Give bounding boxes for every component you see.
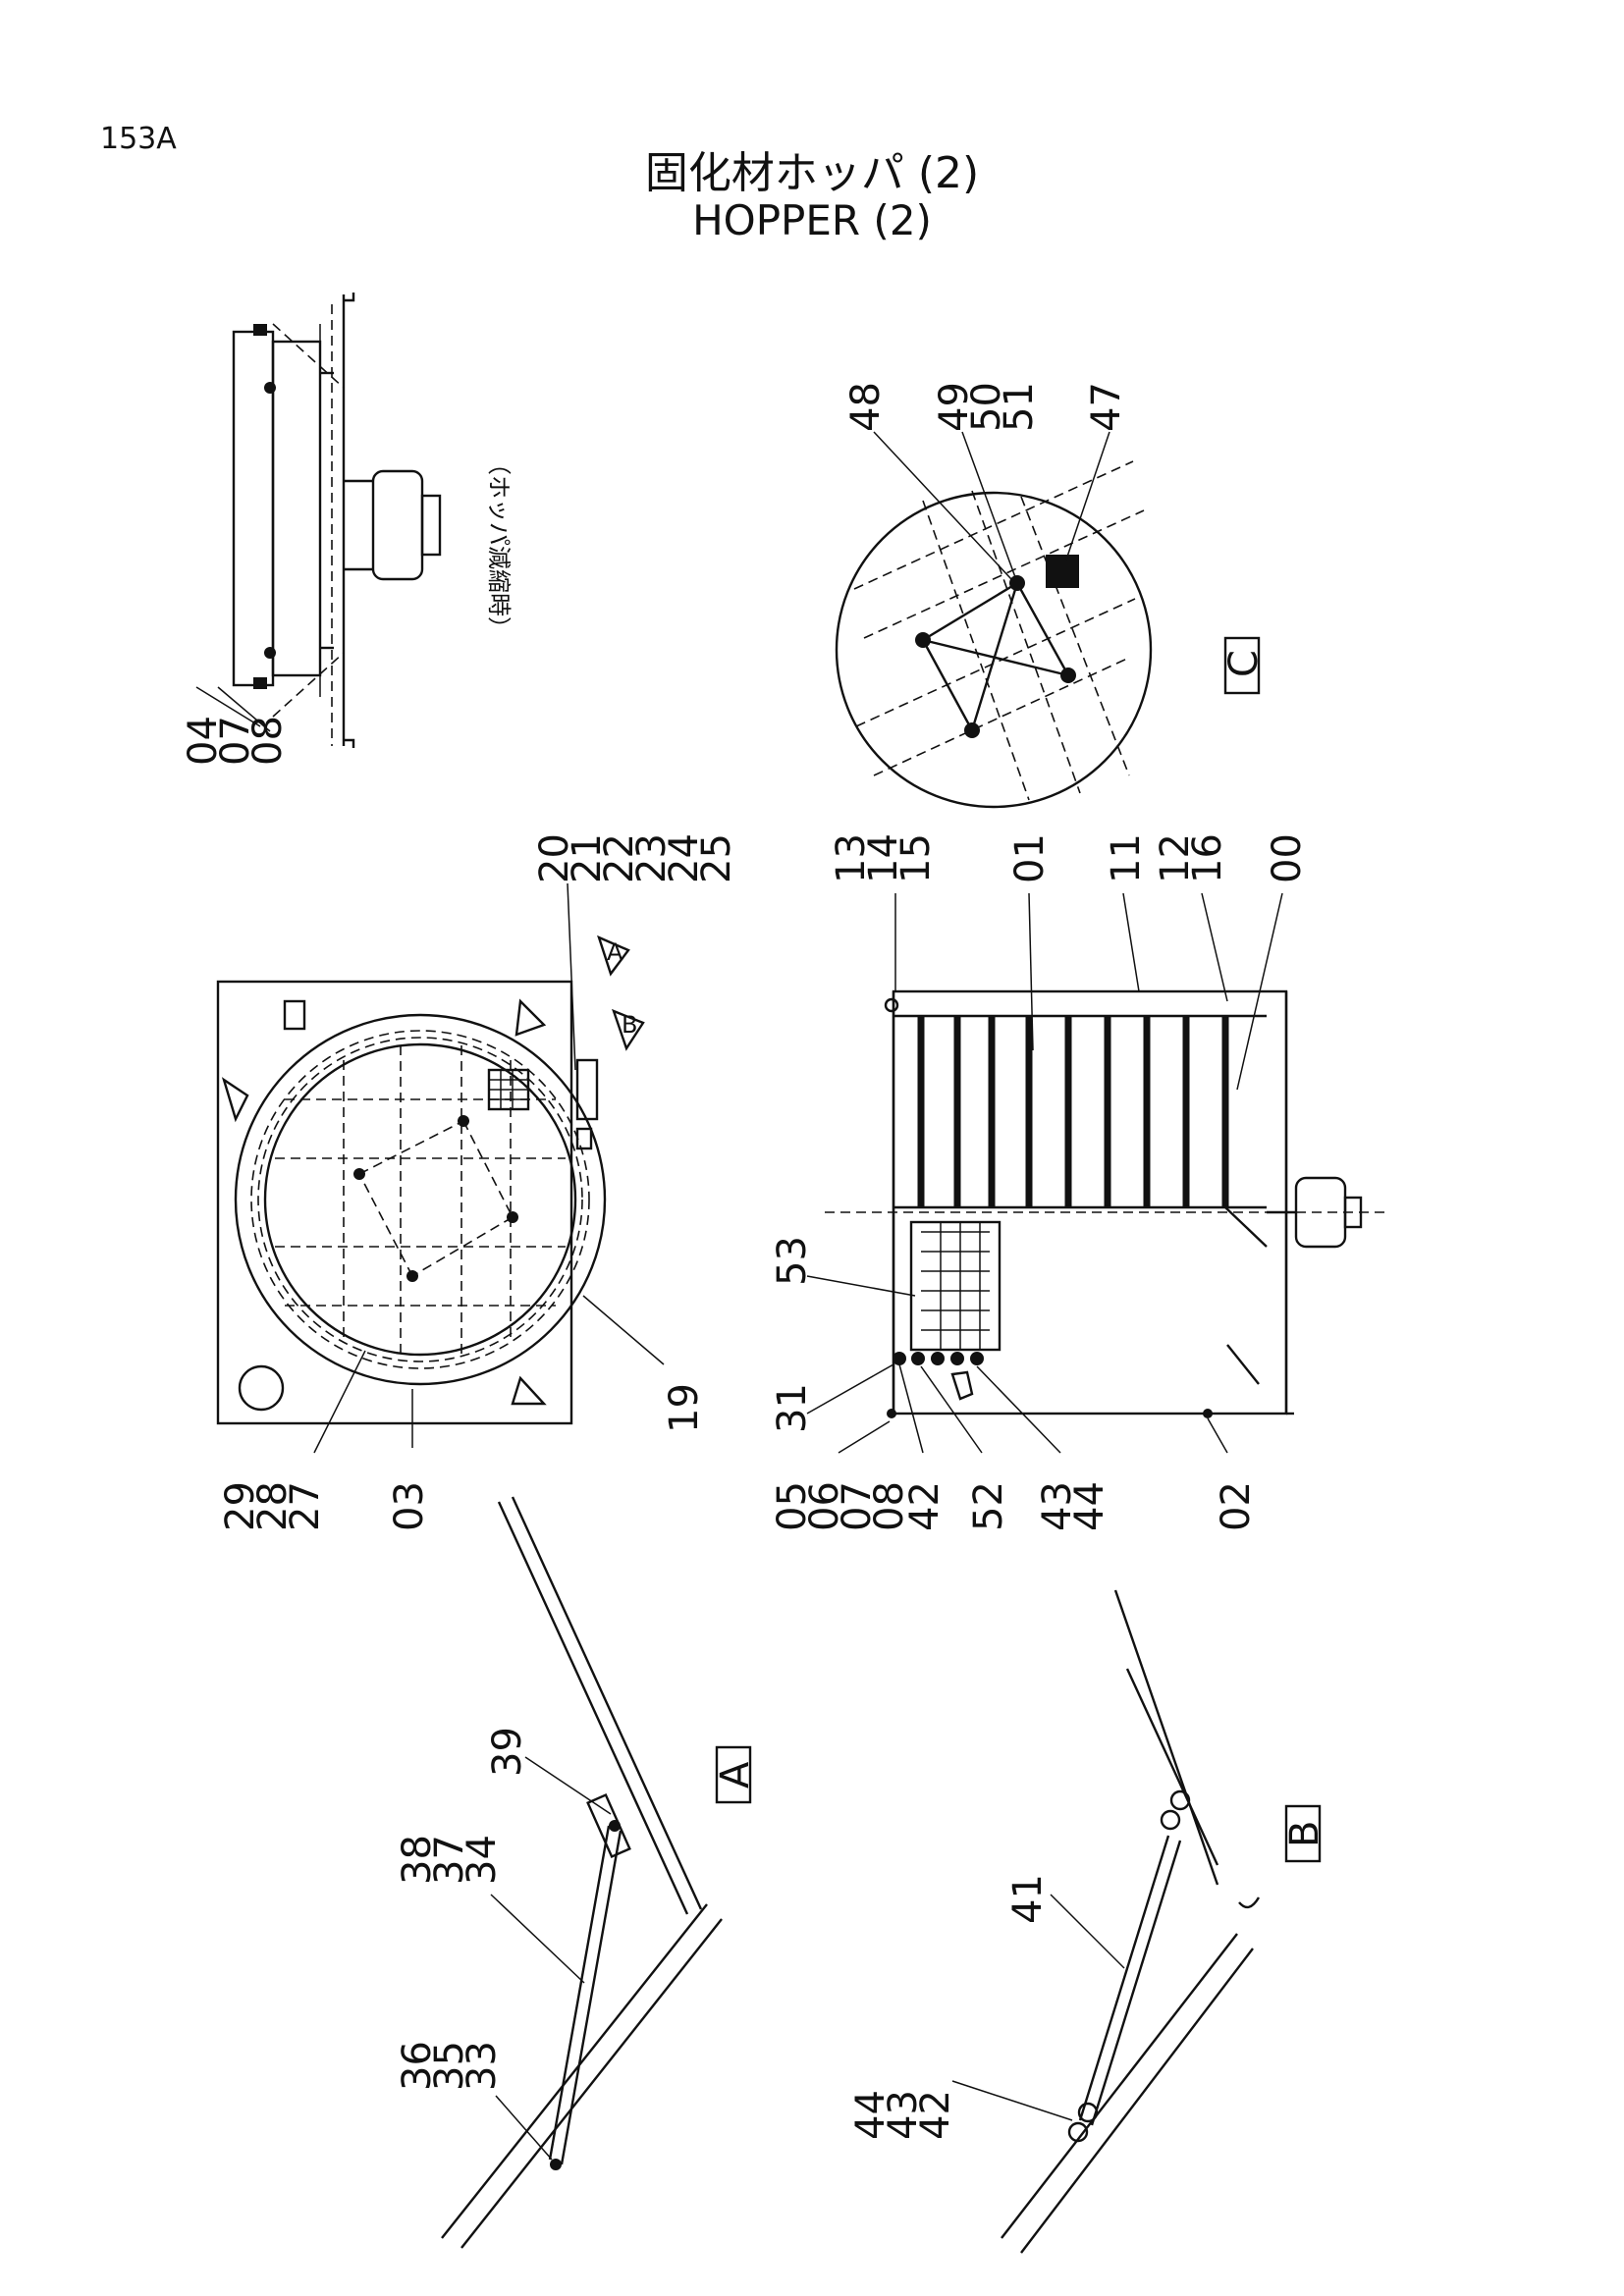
callout-29: 29 (218, 1481, 263, 1531)
callout-03: 03 (387, 1481, 432, 1531)
callout-08: 08 (245, 716, 291, 766)
detail-b-callouts: 41 44 43 42 (848, 1874, 1125, 2140)
callout-06: 06 (802, 1481, 847, 1531)
callout-07: 07 (213, 716, 258, 766)
view-arrow-b (612, 1008, 645, 1051)
callout-22: 22 (597, 833, 642, 883)
callout-11: 11 (1104, 833, 1149, 883)
callout-08b: 08 (867, 1481, 912, 1531)
callout-02: 02 (1214, 1481, 1259, 1531)
callouts-29-28-27: 29 28 27 (218, 1350, 366, 1531)
callout-07b: 07 (835, 1481, 880, 1531)
callout-19: 19 (662, 1383, 707, 1433)
callout-25: 25 (694, 833, 739, 883)
callout-34: 34 (460, 1835, 505, 1885)
title-english: HOPPER (2) (692, 196, 932, 244)
hopper-side-view (825, 989, 1384, 1418)
callout-50: 50 (964, 382, 1009, 432)
callout-42b: 42 (913, 2090, 958, 2140)
callout-33: 33 (460, 2041, 505, 2091)
callout-43: 43 (1035, 1481, 1080, 1531)
side-callouts-bottom: 53 31 05 06 07 08 42 52 43 44 02 (770, 1236, 1259, 1531)
detail-a-callouts: 39 38 37 34 36 35 33 (395, 1727, 612, 2161)
callout-23: 23 (629, 833, 675, 883)
page-number: 153A (100, 122, 177, 156)
callout-21: 21 (565, 833, 610, 883)
callout-47: 47 (1084, 382, 1129, 432)
reduction-note: （ホッパ減縮時） (485, 452, 513, 640)
view-a-label: A (713, 1761, 758, 1789)
callout-20: 20 (532, 833, 577, 883)
detail-a-view (441, 1496, 723, 2249)
view-arrow-a-label: A (607, 938, 623, 966)
callout-42: 42 (902, 1481, 947, 1531)
callout-00: 00 (1265, 833, 1310, 883)
callout-39: 39 (485, 1727, 530, 1777)
callout-38: 38 (395, 1835, 440, 1885)
callout-15: 15 (893, 833, 939, 883)
callout-27: 27 (283, 1481, 328, 1531)
callout-44b: 44 (848, 2090, 893, 2140)
view-c-label: C (1221, 650, 1267, 677)
callout-44: 44 (1067, 1481, 1112, 1531)
callout-35: 35 (427, 2041, 472, 2091)
callout-05: 05 (770, 1481, 815, 1531)
view-a-box (715, 1745, 752, 1804)
callout-48: 48 (843, 382, 889, 432)
callout-04: 04 (181, 716, 226, 766)
view-arrow-a (597, 934, 630, 977)
callout-37: 37 (427, 1835, 472, 1885)
callout-53: 53 (770, 1236, 815, 1286)
callout-16: 16 (1185, 833, 1230, 883)
reduced-hopper-view (195, 293, 442, 748)
side-callouts-top: 13 14 15 01 11 12 16 00 (829, 833, 1310, 1091)
callout-04-07-08: 04 07 08 (181, 716, 291, 766)
callout-24: 24 (662, 833, 707, 883)
view-arrow-b-label: B (622, 1011, 637, 1039)
callout-01: 01 (1007, 833, 1053, 883)
callout-43b: 43 (881, 2090, 926, 2140)
view-c-box (1223, 636, 1261, 695)
view-arrow-c (950, 1370, 974, 1401)
callout-31: 31 (770, 1383, 815, 1433)
callout-12: 12 (1153, 833, 1198, 883)
view-b-box (1284, 1804, 1322, 1863)
callout-14: 14 (861, 833, 906, 883)
callout-41: 41 (1005, 1874, 1051, 1924)
callout-51: 51 (997, 382, 1042, 432)
callouts-20-25: 20 21 22 23 24 25 (532, 833, 739, 1071)
callout-13: 13 (829, 833, 874, 883)
callout-52: 52 (966, 1481, 1011, 1531)
title-japanese: 固化材ホッパ (2) (644, 148, 980, 198)
callout-36: 36 (395, 2041, 440, 2091)
callout-49: 49 (932, 382, 977, 432)
detail-c-callouts: 48 49 50 51 47 (843, 382, 1129, 432)
view-b-label: B (1282, 1821, 1327, 1847)
callout-28: 28 (250, 1481, 296, 1531)
hopper-plan-view (216, 980, 607, 1425)
detail-c-view (835, 431, 1153, 809)
detail-b-view (1001, 1589, 1261, 2254)
